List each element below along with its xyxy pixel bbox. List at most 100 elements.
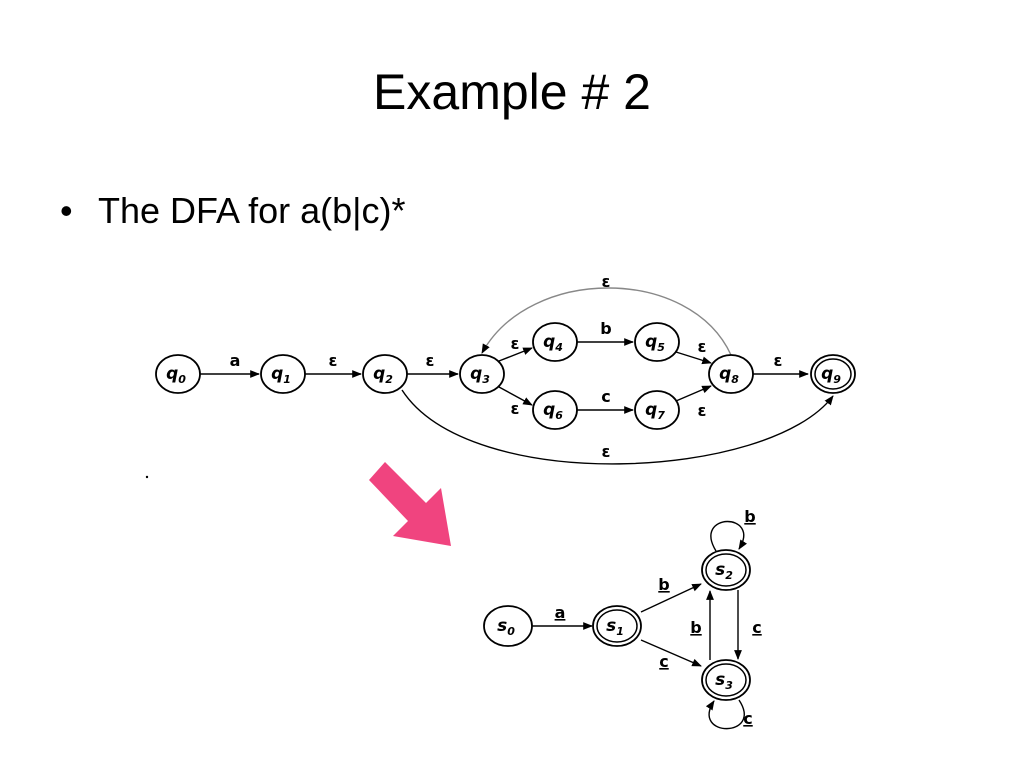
state-s3: s3 xyxy=(701,659,751,701)
slide-title: Example # 2 xyxy=(373,64,651,120)
state-q6: q6 xyxy=(532,390,578,430)
transition-label: c xyxy=(752,618,761,637)
state-label: q6 xyxy=(543,400,563,422)
transition-q4-q5: b xyxy=(577,319,634,346)
state-circle xyxy=(701,659,751,701)
transition-q7-q8: ε xyxy=(675,385,712,420)
state-circle xyxy=(362,354,408,394)
state-s0: s0 xyxy=(483,605,533,647)
transition-label: ε xyxy=(602,442,611,461)
transition-label: b xyxy=(690,618,701,637)
state-circle xyxy=(459,354,505,394)
transition-edge xyxy=(710,520,747,552)
state-circle xyxy=(810,354,856,394)
transition-s1-s2: b xyxy=(640,575,702,613)
transition-label: ε xyxy=(698,337,707,356)
transition-q2-q3: ε xyxy=(406,351,459,378)
state-circle xyxy=(634,322,680,362)
transition-q8-q9: ε xyxy=(752,351,809,378)
accepting-ring xyxy=(596,609,638,643)
transition-s1-s3: c xyxy=(640,639,702,671)
state-circle xyxy=(483,605,533,647)
transition-edge xyxy=(675,351,712,365)
transition-label: ε xyxy=(774,351,783,370)
state-label: q3 xyxy=(470,364,490,386)
bullet-text: The DFA for a(b|c)* xyxy=(98,190,406,231)
transition-label: b xyxy=(658,575,669,594)
nfa-diagram: a ε ε ε ε b c ε ε ε ε ε q0 q1 q2 q3 q4 q5 q6 q7 q8 q9 xyxy=(155,272,856,465)
transition-q3-q6: ε xyxy=(498,386,533,418)
transition-edge xyxy=(498,386,533,406)
accepting-ring xyxy=(814,358,852,390)
transition-label: c xyxy=(743,709,752,728)
state-circle xyxy=(701,549,751,591)
transition-edge xyxy=(498,347,533,362)
state-label: q2 xyxy=(373,364,393,386)
transition-edge xyxy=(675,385,712,402)
state-q9: q9 xyxy=(810,354,856,394)
state-circle xyxy=(532,322,578,362)
transition-q5-q8: ε xyxy=(675,337,712,365)
transition-label: b xyxy=(600,319,611,338)
state-circle xyxy=(634,390,680,430)
conversion-arrow-icon xyxy=(369,462,451,546)
transition-label: ε xyxy=(698,401,707,420)
transition-label: b xyxy=(744,507,755,526)
state-s2: s2 xyxy=(701,549,751,591)
state-circle xyxy=(155,354,201,394)
transition-q1-q2: ε xyxy=(304,351,362,378)
state-q0: q0 xyxy=(155,354,201,394)
state-circle xyxy=(532,390,578,430)
state-q4: q4 xyxy=(532,322,578,362)
state-label: q0 xyxy=(166,364,186,386)
transition-q6-q7: c xyxy=(577,387,634,414)
state-label: q7 xyxy=(645,400,665,422)
transition-q2-q9: ε xyxy=(401,389,834,465)
state-q2: q2 xyxy=(362,354,408,394)
state-label: q1 xyxy=(271,364,291,386)
bullet-dot-icon: • xyxy=(60,190,73,231)
transition-s0-s1: a xyxy=(531,603,593,630)
transition-edge xyxy=(640,583,702,613)
transition-s2-s2: b xyxy=(710,507,756,552)
transition-q0-q1: a xyxy=(199,351,260,378)
accepting-ring xyxy=(705,553,747,587)
transition-label: a xyxy=(555,603,566,622)
state-label: s3 xyxy=(715,670,733,692)
state-q1: q1 xyxy=(260,354,306,394)
state-label: q8 xyxy=(719,364,739,386)
state-label: q5 xyxy=(645,332,665,354)
state-label: s0 xyxy=(497,616,515,638)
state-q7: q7 xyxy=(634,390,680,430)
state-q8: q8 xyxy=(708,354,754,394)
transition-label: ε xyxy=(426,351,435,370)
transition-s3-s3: c xyxy=(705,699,753,730)
transition-label: c xyxy=(601,387,610,406)
transition-label: ε xyxy=(511,399,520,418)
state-label: s2 xyxy=(715,560,733,582)
transition-edge xyxy=(640,639,702,667)
state-q3: q3 xyxy=(459,354,505,394)
transition-label: ε xyxy=(329,351,338,370)
transition-label: ε xyxy=(602,272,611,291)
accepting-ring xyxy=(705,663,747,697)
transition-s3-s2: b xyxy=(690,590,714,660)
transition-label: a xyxy=(230,351,241,370)
state-label: q9 xyxy=(821,364,841,386)
transition-s2-s3: c xyxy=(734,590,762,660)
transition-label: ε xyxy=(511,334,520,353)
state-circle xyxy=(260,354,306,394)
state-label: s1 xyxy=(606,616,624,638)
state-q5: q5 xyxy=(634,322,680,362)
transition-edge xyxy=(705,699,745,730)
state-s1: s1 xyxy=(592,605,642,647)
transition-edge xyxy=(401,389,834,465)
transition-q3-q4: ε xyxy=(498,334,533,362)
transition-q8-q3: ε xyxy=(481,272,732,356)
bullet-item: • The DFA for a(b|c)* xyxy=(60,188,405,234)
stray-dot xyxy=(145,475,149,479)
transition-edge xyxy=(481,287,732,356)
state-circle xyxy=(592,605,642,647)
